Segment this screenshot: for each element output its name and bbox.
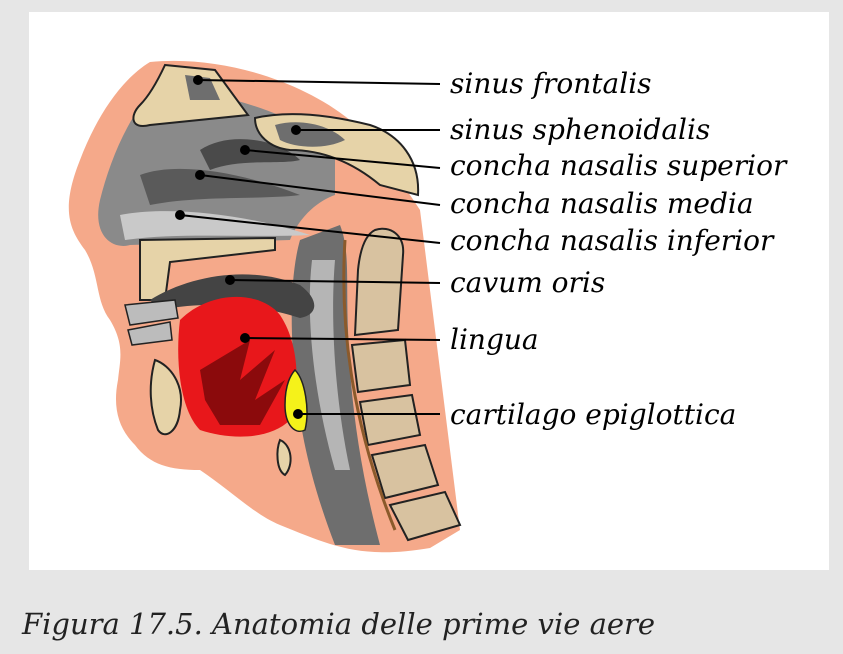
leader-dot-concha-inferior [176, 211, 184, 219]
leader-dot-sinus-frontalis [194, 76, 202, 84]
label-concha-nasalis-superior: concha nasalis superior [450, 149, 788, 182]
leader-dot-concha-media [196, 171, 204, 179]
label-sinus-sphenoidalis: sinus sphenoidalis [450, 113, 710, 146]
label-cavum-oris: cavum oris [450, 266, 605, 299]
label-concha-nasalis-media: concha nasalis media [450, 187, 754, 220]
label-lingua: lingua [450, 323, 539, 356]
label-sinus-frontalis: sinus frontalis [450, 67, 652, 100]
label-concha-nasalis-inferior: concha nasalis inferior [450, 224, 775, 257]
leader-dot-concha-superior [241, 146, 249, 154]
figure-caption: Figura 17.5. Anatomia delle prime vie ae… [22, 607, 655, 641]
leader-dot-cavum-oris [226, 276, 234, 284]
leader-dot-sinus-sphenoidalis [292, 126, 300, 134]
vertebra-3 [360, 395, 420, 445]
leader-dot-lingua [241, 334, 249, 342]
label-cartilago-epiglottica: cartilago epiglottica [450, 398, 736, 431]
leader-dot-cartilago-epiglottica [294, 410, 302, 418]
vertebra-2 [352, 340, 410, 392]
